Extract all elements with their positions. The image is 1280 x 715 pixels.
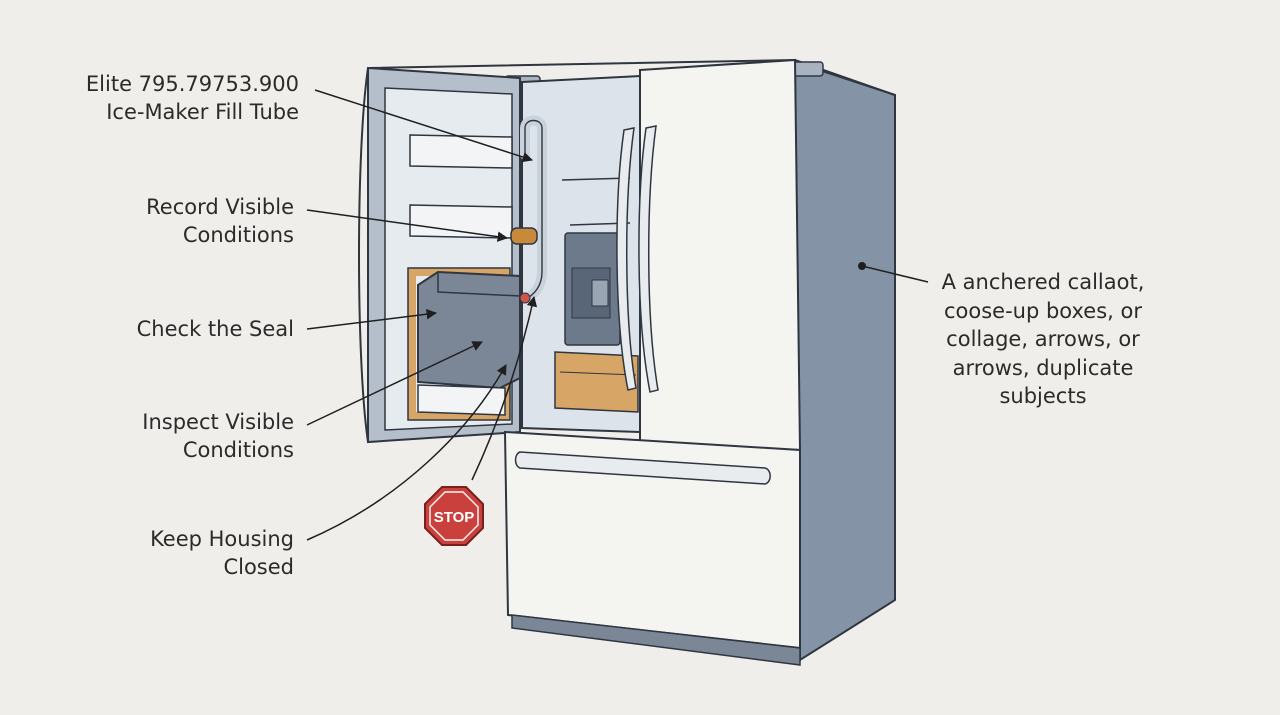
leader-fill-tube <box>314 89 533 163</box>
callout-line: Elite 795.79753.900 <box>85 72 299 96</box>
callout-inspect-visible-conditions: Inspect Visible Conditions <box>142 408 294 464</box>
leader-inspect-conditions <box>306 341 483 426</box>
right-door-closed <box>639 58 802 452</box>
side-note-line: A anchered callaot, <box>941 270 1145 294</box>
freezer-drawer-handle <box>514 451 771 485</box>
crisper-drawer <box>554 351 639 413</box>
leader-check-seal <box>306 308 438 330</box>
side-note: A anchered callaot, coose-up boxes, or c… <box>932 268 1154 411</box>
side-note-leader <box>861 265 929 283</box>
side-note-line: coose-up boxes, or <box>943 298 1142 323</box>
callout-line: Conditions <box>182 438 294 462</box>
callout-line: Ice-Maker Fill Tube <box>106 100 299 124</box>
door-bottom-shelf <box>417 384 506 416</box>
callout-check-the-seal: Check the Seal <box>137 315 294 343</box>
callout-line: Record Visible <box>146 195 294 219</box>
cabinet-side-panel <box>793 60 896 662</box>
callout-line: Inspect Visible <box>142 410 294 434</box>
stop-sign-icon <box>424 486 484 546</box>
callout-line: Conditions <box>182 223 294 247</box>
stop-sign-text: STOP <box>434 509 475 526</box>
side-note-line: collage, arrows, or <box>946 327 1140 351</box>
callout-line: Closed <box>223 555 294 579</box>
door-shelf-middle <box>409 204 513 239</box>
side-note-line: arrows, duplicate <box>952 355 1134 380</box>
right-door-handle <box>638 125 659 393</box>
leader-record-conditions <box>306 209 509 242</box>
callout-line: Keep Housing <box>150 527 294 551</box>
callout-keep-housing-closed: Keep Housing Closed <box>150 525 294 581</box>
callout-ice-maker-fill-tube: Elite 795.79753.900 Ice-Maker Fill Tube <box>86 70 299 126</box>
callout-line: Check the Seal <box>136 317 294 341</box>
door-shelf-upper <box>409 134 513 169</box>
top-hinge-right <box>792 61 824 77</box>
side-note-line: subjects <box>999 384 1087 408</box>
leader-keep-housing <box>306 364 507 541</box>
left-door-handle <box>616 127 637 391</box>
brass-fitting <box>510 227 538 245</box>
left-door-edge <box>358 67 369 443</box>
leader-stop <box>471 295 538 481</box>
tube-connector <box>519 292 531 304</box>
kick-plate <box>511 614 801 666</box>
ice-bin-housing <box>417 270 521 390</box>
callout-record-visible-conditions: Record Visible Conditions <box>146 193 294 249</box>
